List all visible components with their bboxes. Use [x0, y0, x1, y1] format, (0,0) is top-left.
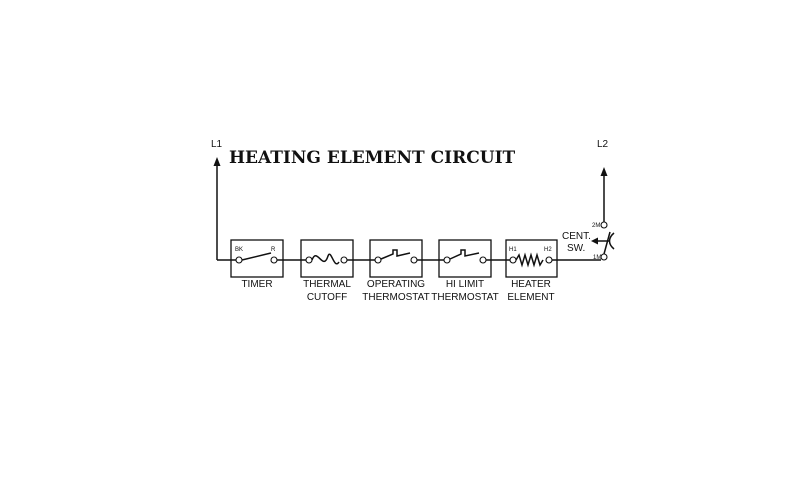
l1-arrow-icon [213, 157, 221, 166]
switch-pin-bottom: 1M [593, 255, 601, 261]
timer-component: BK R [230, 239, 284, 278]
l2-arrow-icon [600, 167, 608, 176]
thermal-cutoff-label-line1: THERMAL [303, 279, 351, 290]
switch-pin-top: 2M [592, 223, 600, 229]
heater-element-label-line2: ELEMENT [507, 292, 554, 303]
timer-pin-right: R [271, 247, 276, 253]
operating-thermostat-component [369, 239, 423, 278]
diagram-title: HEATING ELEMENT CIRCUIT [229, 148, 516, 168]
hi-limit-thermostat-component [438, 239, 492, 278]
l2-terminal-label: L2 [597, 139, 609, 150]
switch-label-line1: CENT. [562, 231, 591, 242]
heater-element-component: H1 H2 [505, 239, 558, 278]
centrifugal-switch [591, 176, 615, 261]
heater-element-label-line1: HEATER [511, 279, 551, 290]
heater-pin-right: H2 [544, 247, 552, 253]
hi-limit-thermostat-label-line1: HI LIMIT [446, 279, 484, 290]
switch-arrow-icon [591, 237, 598, 245]
operating-thermostat-label-line2: THERMOSTAT [362, 292, 429, 303]
timer-label: TIMER [241, 279, 272, 290]
operating-thermostat-label-line1: OPERATING [367, 279, 425, 290]
heater-pin-left: H1 [509, 247, 517, 253]
hi-limit-thermostat-label-line2: THERMOSTAT [431, 292, 498, 303]
thermal-cutoff-component [300, 239, 354, 278]
l1-terminal-label: L1 [211, 139, 223, 150]
switch-label-line2: SW. [567, 243, 585, 254]
timer-pin-left: BK [235, 247, 243, 253]
thermal-cutoff-label-line2: CUTOFF [307, 292, 347, 303]
